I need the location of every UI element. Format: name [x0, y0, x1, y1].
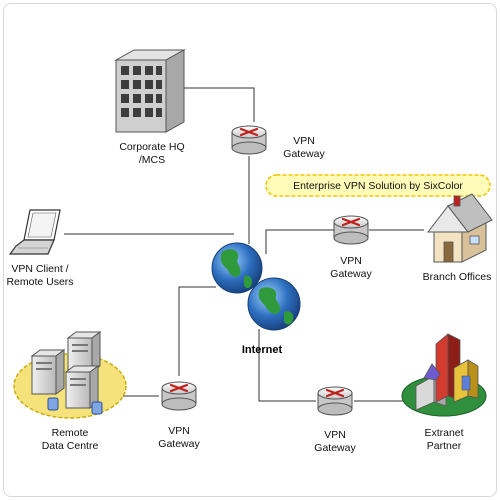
- globe-icon: [211, 242, 301, 331]
- internet-label: Internet: [242, 344, 283, 356]
- gateway-right-label: VPN: [340, 255, 362, 267]
- router-icon-top: [231, 125, 267, 155]
- gateway-right-sublabel: Gateway: [330, 268, 372, 280]
- laptop-icon: [8, 209, 61, 255]
- extranet-campus-icon: [401, 333, 487, 417]
- link-bottom-right-gateway: [258, 329, 316, 402]
- diagram-canvas: Corporate HQ /MCS VPN Client / Remote Us…: [3, 3, 497, 497]
- gateway-bottom-left-sublabel: Gateway: [158, 438, 200, 450]
- corporate-hq-sublabel: /MCS: [139, 154, 165, 166]
- extranet-label: Extranet: [424, 427, 463, 439]
- network-diagram: Corporate HQ /MCS VPN Client / Remote Us…: [6, 49, 493, 454]
- branch-offices-label: Branch Offices: [423, 271, 492, 283]
- gateway-bottom-left-label: VPN: [168, 425, 190, 437]
- router-icon-right: [333, 215, 369, 245]
- gateway-bottom-right-label: VPN: [324, 429, 346, 441]
- gateway-top-label: VPN: [293, 135, 315, 147]
- extranet-sublabel: Partner: [427, 440, 462, 452]
- building-icon: [114, 49, 186, 133]
- remote-dc-label: Remote: [52, 427, 89, 439]
- gateway-top-sublabel: Gateway: [283, 148, 325, 160]
- router-icon-bottom-right: [317, 386, 353, 416]
- router-icon-bottom-left: [161, 381, 197, 411]
- gateway-bottom-right-sublabel: Gateway: [314, 442, 356, 454]
- link-internet-right-gateway: [265, 229, 334, 254]
- server-cluster-icon: [13, 331, 127, 419]
- connection-lines: [64, 87, 424, 402]
- vpn-client-sublabel: Remote Users: [6, 276, 73, 288]
- corporate-hq-label: Corporate HQ: [119, 141, 184, 153]
- solution-banner: Enterprise VPN Solution by SixColor: [265, 174, 491, 197]
- link-hq-gateway: [184, 87, 255, 122]
- house-icon: [426, 193, 493, 263]
- vpn-client-label: VPN Client /: [11, 263, 68, 275]
- banner-text: Enterprise VPN Solution by SixColor: [293, 180, 463, 192]
- remote-dc-sublabel: Data Centre: [42, 440, 99, 452]
- link-bottom-left-gateway: [178, 286, 216, 376]
